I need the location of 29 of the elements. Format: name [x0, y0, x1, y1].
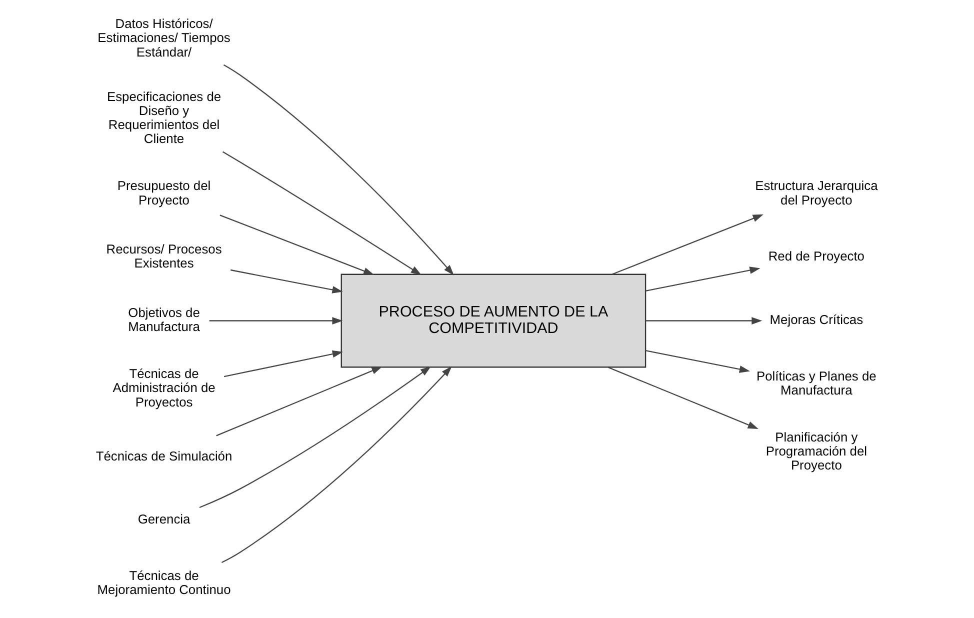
- arrow: [230, 269, 343, 294]
- arrow: [220, 214, 374, 275]
- node-text: Estructura Jerarquica del Proyecto: [755, 178, 878, 208]
- arrow: [224, 350, 343, 378]
- arrow: [645, 266, 760, 292]
- arrow: [223, 64, 454, 276]
- node-text: Políticas y Planes de Manufactura: [756, 368, 876, 398]
- arrow: [221, 366, 452, 564]
- node-text: Mejoras Críticas: [770, 312, 864, 328]
- arrow: [199, 366, 432, 508]
- node-text: Técnicas de Mejoramiento Continuo: [97, 568, 231, 598]
- node-text: Objetivos de Manufactura: [128, 304, 200, 334]
- node-text: Gerencia: [138, 512, 190, 527]
- node-text: Técnicas de Simulación: [96, 448, 232, 464]
- arrow: [222, 151, 422, 276]
- node-box: PROCESO DE AUMENTO DE LA COMPETITIVIDAD: [340, 274, 646, 368]
- node-text: Técnicas de Administración de Proyectos: [112, 366, 216, 410]
- node-text: Planificación y Programación del Proyecto: [766, 429, 868, 473]
- arrow: [608, 366, 758, 429]
- arrow: [646, 317, 762, 324]
- node-text: Recursos/ Procesos Existentes: [106, 242, 222, 271]
- node-text: Especificaciones de Diseño y Requerimientos del Cliente: [106, 88, 222, 146]
- node-text: Datos Históricos/ Estimaciones/ Tiempos Estándar/: [98, 16, 230, 60]
- arrow: [216, 366, 382, 436]
- arrow: [612, 214, 764, 275]
- node-text: Presupuesto del Proyecto: [117, 178, 211, 208]
- arrow: [645, 350, 750, 373]
- arrow: [209, 317, 343, 324]
- node-text: Red de Proyecto: [768, 248, 864, 264]
